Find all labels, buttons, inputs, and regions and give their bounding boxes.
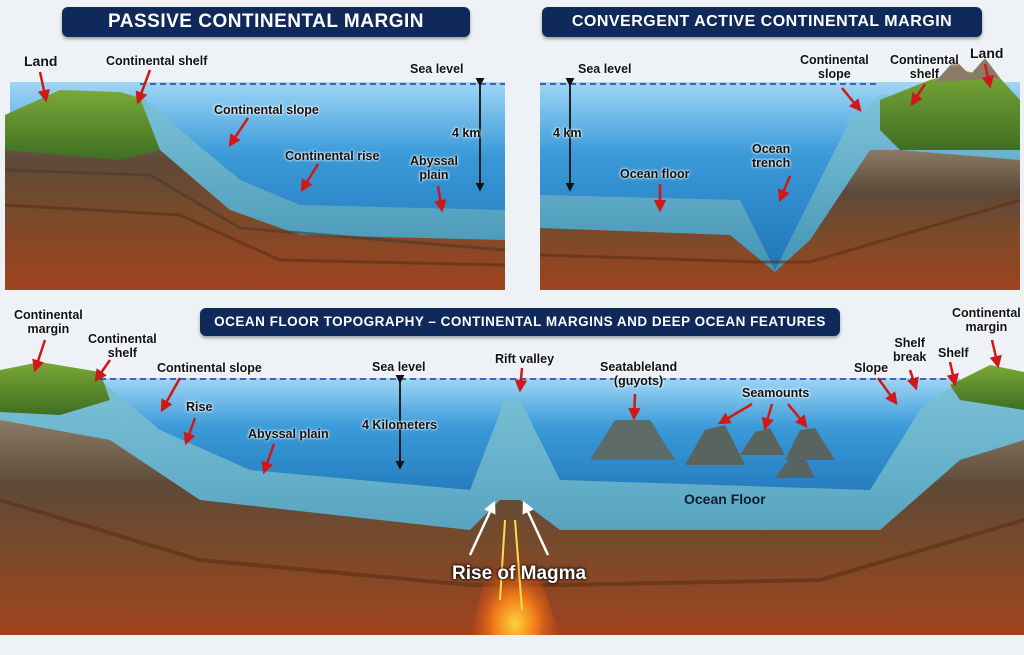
passive-margin-title: PASSIVE CONTINENTAL MARGIN (62, 7, 470, 37)
label-sea-level: Sea level (410, 62, 464, 76)
label-guyot-line-2: (guyots) (613, 374, 664, 388)
label-abyssal-line-1: Abyssal (410, 154, 458, 168)
label-land-active: Land (970, 45, 1004, 61)
label-shelf-line-1: Continental (890, 53, 959, 67)
label-margin-right-line-2: margin (965, 320, 1008, 334)
label-seatableland: Seatableland (guyots) (600, 360, 677, 388)
label-continental-slope-active: Continental slope (800, 53, 869, 81)
label-slope-line-2: slope (818, 67, 851, 81)
label-shelf-break-line-1: Shelf (894, 336, 925, 350)
label-continental-rise: Continental rise (285, 149, 380, 163)
label-shelf-left-line-2: shelf (107, 346, 137, 360)
label-sea-level-active: Sea level (578, 62, 632, 76)
label-continental-slope: Continental slope (214, 103, 319, 117)
label-margin-left-line-1: Continental (14, 308, 83, 322)
label-margin-left-line-2: margin (27, 322, 70, 336)
label-continental-margin-left: Continental margin (14, 308, 83, 336)
label-abyssal-plain-topo: Abyssal plain (248, 427, 329, 441)
label-trench-line-2: trench (752, 156, 791, 170)
label-guyot-line-1: Seatableland (600, 360, 678, 374)
label-slope-right: Slope (854, 361, 889, 375)
label-seamounts: Seamounts (742, 386, 810, 400)
label-continental-shelf-active: Continental shelf (890, 53, 959, 81)
label-margin-right-line-1: Continental (952, 306, 1021, 320)
label-continental-shelf-left: Continental shelf (88, 332, 157, 360)
label-shelf-right: Shelf (938, 346, 969, 360)
label-abyssal-plain: Abyssal plain (410, 154, 458, 182)
passive-margin-block (4, 82, 506, 290)
label-continental-margin-right: Continental margin (952, 306, 1021, 334)
label-abyssal-line-2: plain (419, 168, 449, 182)
label-4-kilometers: 4 Kilometers (362, 418, 438, 432)
active-margin-block (539, 58, 1021, 290)
topography-title: OCEAN FLOOR TOPOGRAPHY – CONTINENTAL MAR… (200, 308, 840, 336)
label-depth-4km: 4 km (452, 126, 481, 140)
label-rise-of-magma: Rise of Magma (452, 563, 587, 584)
label-trench-line-1: Ocean (752, 142, 791, 156)
label-land: Land (24, 53, 58, 69)
label-ocean-trench: Ocean trench (752, 142, 790, 170)
active-margin-title: CONVERGENT ACTIVE CONTINENTAL MARGIN (542, 7, 982, 37)
label-shelf-break: Shelf break (893, 336, 926, 364)
label-ocean-floor-topo: Ocean Floor (684, 491, 766, 507)
label-shelf-break-line-2: break (893, 350, 927, 364)
label-sea-level-topo: Sea level (372, 360, 426, 374)
label-shelf-left-line-1: Continental (88, 332, 157, 346)
label-continental-slope-left: Continental slope (157, 361, 262, 375)
label-ocean-floor-active: Ocean floor (620, 167, 690, 181)
label-rise: Rise (186, 400, 213, 414)
label-depth-4km-active: 4 km (553, 126, 582, 140)
label-shelf-line-2: shelf (909, 67, 939, 81)
label-rift-valley: Rift valley (495, 352, 555, 366)
label-slope-line-1: Continental (800, 53, 869, 67)
topography-block (0, 362, 1024, 635)
label-continental-shelf: Continental shelf (106, 54, 208, 68)
